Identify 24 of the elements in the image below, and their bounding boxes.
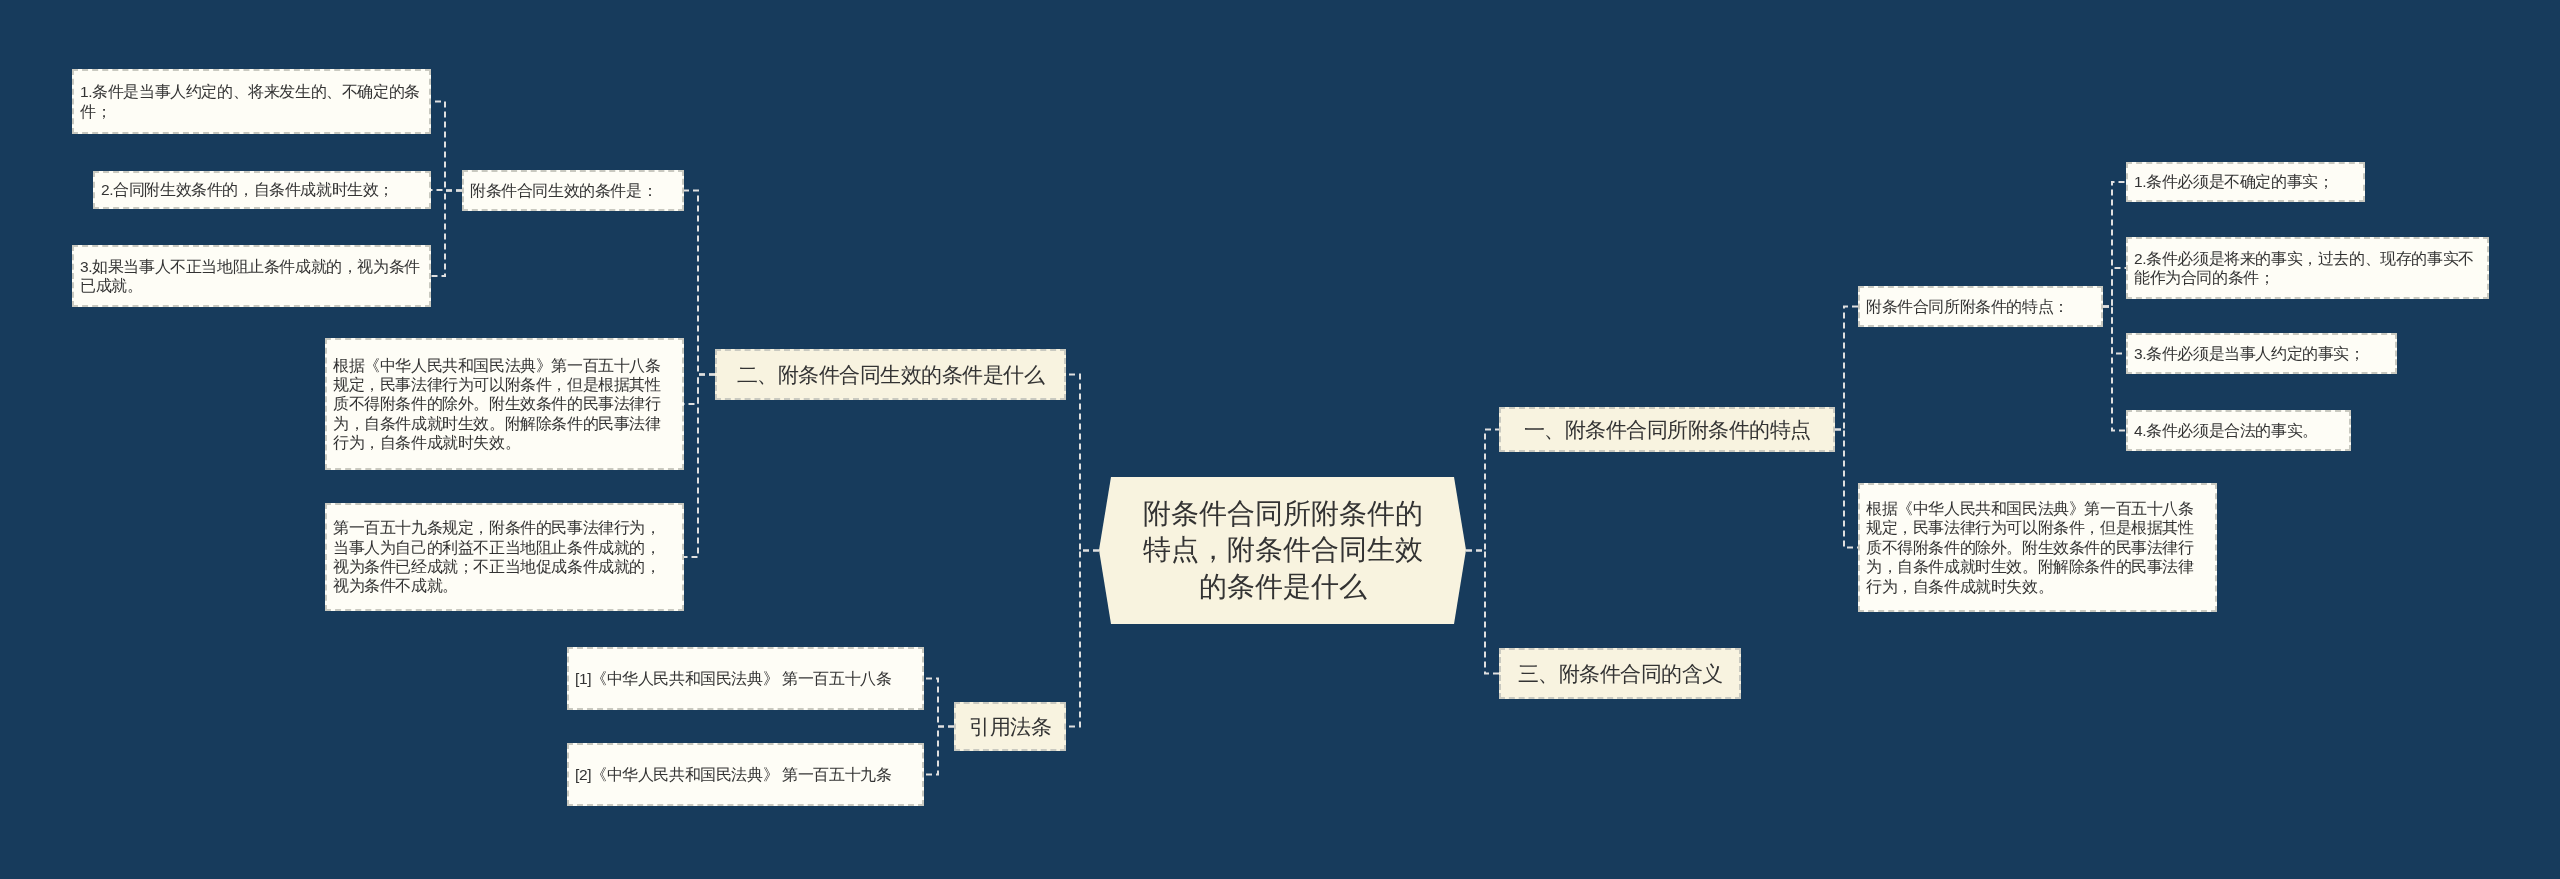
topic-box: 引用法条: [954, 702, 1066, 751]
connector-line: [1465, 549, 1500, 675]
connector-line: [923, 725, 955, 776]
subtopic-box: [1]《中华人民共和国民法典》 第一百五十八条: [567, 647, 924, 710]
topic-box: 二、附条件合同生效的条件是什么: [715, 349, 1066, 400]
central-topic-box: 附条件合同所附条件的特点，附条件合同生效的条件是什么: [1099, 477, 1466, 624]
subtopic-box: 4.条件必须是合法的事实。: [2126, 410, 2351, 451]
topic-box: 一、附条件合同所附条件的特点: [1499, 407, 1835, 452]
subtopic-box: 1.条件必须是不确定的事实；: [2126, 162, 2365, 202]
topic-box: 三、附条件合同的含义: [1499, 648, 1741, 699]
subtopic-box: 2.条件必须是将来的事实，过去的、现存的事实不能作为合同的条件；: [2126, 237, 2489, 299]
subtopic-box: 附条件合同生效的条件是：: [462, 170, 684, 211]
subtopic-box: 1.条件是当事人约定的、将来发生的、不确定的条件；: [72, 69, 431, 134]
subtopic-box: 根据《中华人民共和国民法典》第一百五十八条规定，民事法律行为可以附条件，但是根据其性质不得附条件的除外。附生效条件的民事法律行为，自条件成就时生效。附解除条件的民事法律行为，自条件成就时失效。: [325, 338, 684, 470]
subtopic-box: 根据《中华人民共和国民法典》第一百五十八条规定，民事法律行为可以附条件，但是根据其性质不得附条件的除外。附生效条件的民事法律行为，自条件成就时生效。附解除条件的民事法律行为，自条件成就时失效。: [1858, 483, 2217, 612]
subtopic-box: 附条件合同所附条件的特点：: [1858, 286, 2103, 327]
connector-line: [430, 189, 463, 277]
subtopic-box: 3.条件必须是当事人约定的事实；: [2126, 333, 2397, 374]
connector-line: [683, 373, 716, 558]
connector-line: [2102, 305, 2127, 432]
subtopic-box: 3.如果当事人不正当地阻止条件成就的，视为条件已成就。: [72, 245, 431, 307]
subtopic-box: [2]《中华人民共和国民法典》 第一百五十九条: [567, 743, 924, 806]
subtopic-box: 2.合同附生效条件的，自条件成就时生效；: [93, 171, 431, 209]
subtopic-box: 第一百五十九条规定，附条件的民事法律行为，当事人为自己的利益不正当地阻止条件成就的，视为条件已经成就；不正当地促成条件成就的，视为条件不成就。: [325, 503, 684, 611]
